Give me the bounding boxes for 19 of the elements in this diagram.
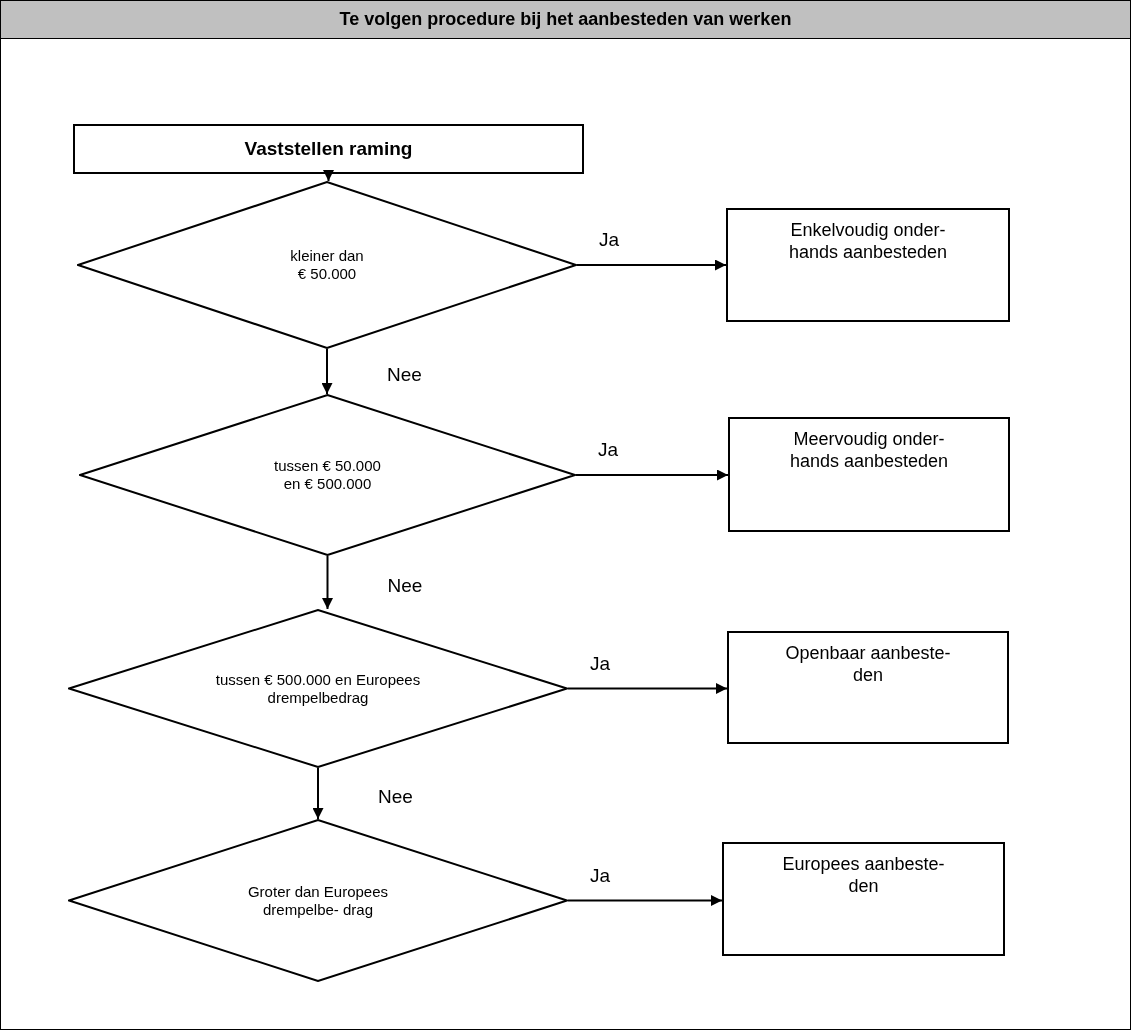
diagram-title: Te volgen procedure bij het aanbesteden van werken [339,9,792,30]
process-box [728,417,1010,532]
process-box [726,208,1010,322]
step-text: Openbaar aanbeste- den [784,643,952,687]
step-text: Meervoudig onder- hands aanbesteden [788,429,950,473]
decision-diamond [68,609,568,768]
step-text: Enkelvoudig onder- hands aanbesteden [787,220,949,264]
process-box [722,842,1005,956]
decision-diamond [68,819,568,982]
condition-text: kleiner dan € 50.000 [289,247,365,283]
decision-diamond [77,181,577,349]
condition-text: tussen € 50.000 en € 500.000 [273,457,382,493]
condition-text: Groter dan Europees drempelbe- drag [246,882,390,919]
step-text: Europees aanbeste- den [781,854,946,898]
decision-diamond [79,394,576,556]
process-box [727,631,1009,744]
condition-text: tussen € 500.000 en Europees drempelbedrag [214,670,422,707]
step-text: Vaststellen raming [243,137,414,161]
process-box [73,124,584,174]
